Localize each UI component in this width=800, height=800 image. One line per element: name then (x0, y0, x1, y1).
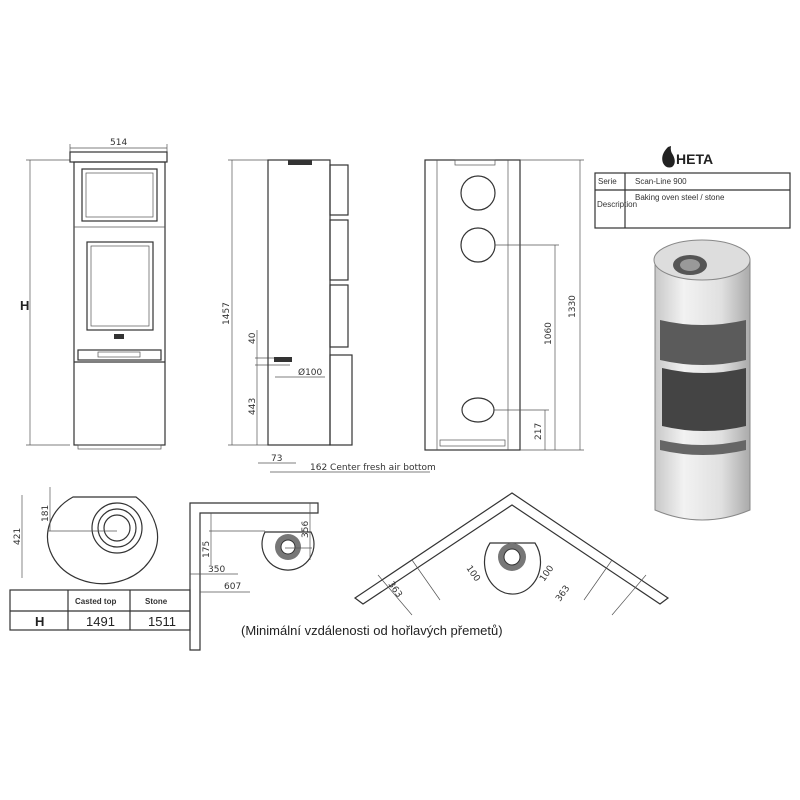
diameter-label: Ø100 (298, 367, 323, 378)
row-label-h: H (35, 614, 44, 629)
logo-text: HETA (676, 151, 713, 167)
corner-clearance-diagram: 100 100 363 363 (353, 492, 670, 616)
dimension-217: 217 (534, 423, 544, 440)
stove-render (653, 239, 751, 521)
dimension-40: 40 (248, 332, 258, 344)
description-label: Description (597, 200, 637, 209)
dimension-100-left: 100 (464, 564, 482, 584)
dimension-181: 181 (41, 505, 51, 522)
dimension-607: 607 (224, 582, 241, 592)
description-value: Baking oven steel / stone (635, 193, 725, 202)
serie-label: Serie (598, 177, 617, 186)
front-view: 514 H (20, 138, 168, 450)
header-stone: Stone (145, 597, 168, 606)
dimension-443: 443 (248, 398, 258, 415)
back-view: 1330 1060 217 (424, 159, 584, 451)
dimension-363-left: 363 (386, 580, 404, 600)
dimension-421: 421 (13, 528, 23, 545)
dimension-1330: 1330 (568, 295, 578, 318)
info-table: Serie Scan-Line 900 Description Baking o… (594, 172, 791, 229)
top-view: 421 181 (13, 487, 159, 585)
clearance-caption: (Minimální vzdálenosti od hořlavých přem… (241, 623, 503, 638)
dimension-175: 175 (202, 541, 212, 558)
dimension-100-right: 100 (538, 564, 556, 584)
value-casted-top: 1491 (86, 614, 115, 629)
dimension-363-right: 363 (554, 584, 572, 604)
dimension-73: 73 (271, 454, 282, 464)
height-table: Casted top Stone H 1491 1511 (9, 589, 191, 631)
dimension-350: 350 (208, 565, 225, 575)
fresh-air-label: 162 Center fresh air bottom (310, 463, 436, 473)
wall-clearance-diagram: 175 350 607 356 (189, 502, 319, 651)
height-label: H (20, 298, 29, 313)
serie-value: Scan-Line 900 (635, 177, 687, 186)
dimension-356: 356 (301, 521, 311, 538)
logo-plate (114, 334, 124, 339)
width-dimension: 514 (110, 138, 127, 148)
header-casted-top: Casted top (75, 597, 116, 606)
value-stone: 1511 (148, 614, 176, 629)
heta-logo: HETA (662, 146, 713, 168)
height-dimension: 1457 (222, 302, 232, 325)
side-view: 1457 40 443 Ø100 73 162 Center fresh air… (222, 159, 436, 473)
dimension-1060: 1060 (544, 322, 554, 345)
